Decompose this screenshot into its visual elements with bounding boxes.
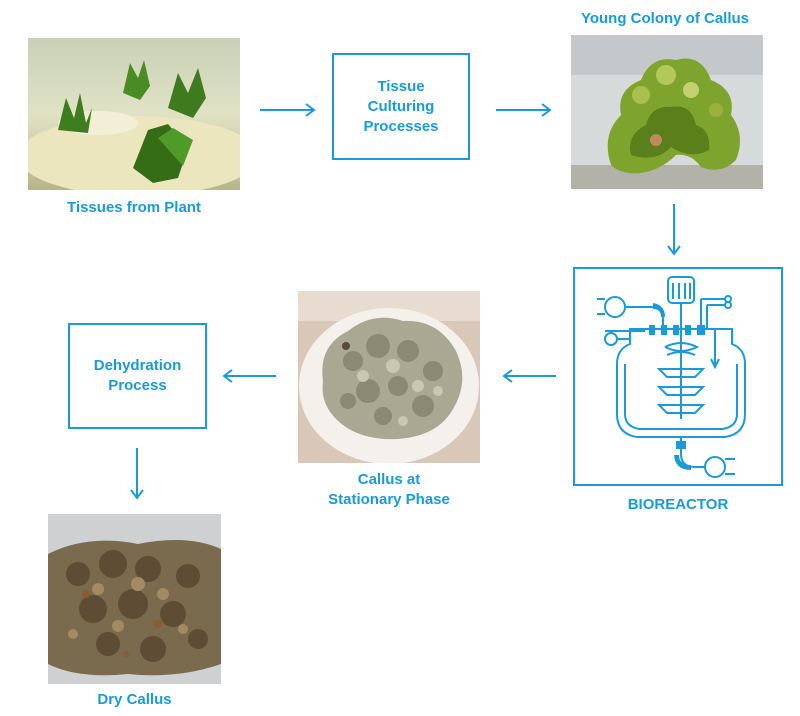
tissues-from-plant-photo xyxy=(28,38,240,190)
arrow-to-callus-stationary xyxy=(500,366,560,386)
arrow-to-dehydration xyxy=(220,366,280,386)
dehydration-process-box: Dehydration Process xyxy=(68,323,207,429)
arrow-to-young-colony xyxy=(494,100,554,120)
young-colony-caption: Young Colony of Callus xyxy=(560,9,770,29)
bioreactor-caption: BIOREACTOR xyxy=(573,495,783,515)
dry-callus-photo xyxy=(48,514,221,684)
arrow-to-dry-callus xyxy=(127,446,147,502)
dry-callus-caption: Dry Callus xyxy=(48,690,221,710)
young-colony-photo xyxy=(571,35,763,189)
tissue-culturing-label: Tissue Culturing Processes xyxy=(363,77,438,137)
tissue-culturing-process-box: Tissue Culturing Processes xyxy=(332,53,470,160)
arrow-to-tissue-culturing xyxy=(258,100,318,120)
dehydration-label: Dehydration Process xyxy=(94,356,182,396)
arrow-to-bioreactor xyxy=(664,202,684,258)
bioreactor-box xyxy=(573,267,783,486)
callus-stationary-photo xyxy=(298,291,480,463)
bioreactor-icon xyxy=(575,269,781,484)
tissues-from-plant-caption: Tissues from Plant xyxy=(28,198,240,218)
callus-stationary-caption: Callus at Stationary Phase xyxy=(298,470,480,510)
